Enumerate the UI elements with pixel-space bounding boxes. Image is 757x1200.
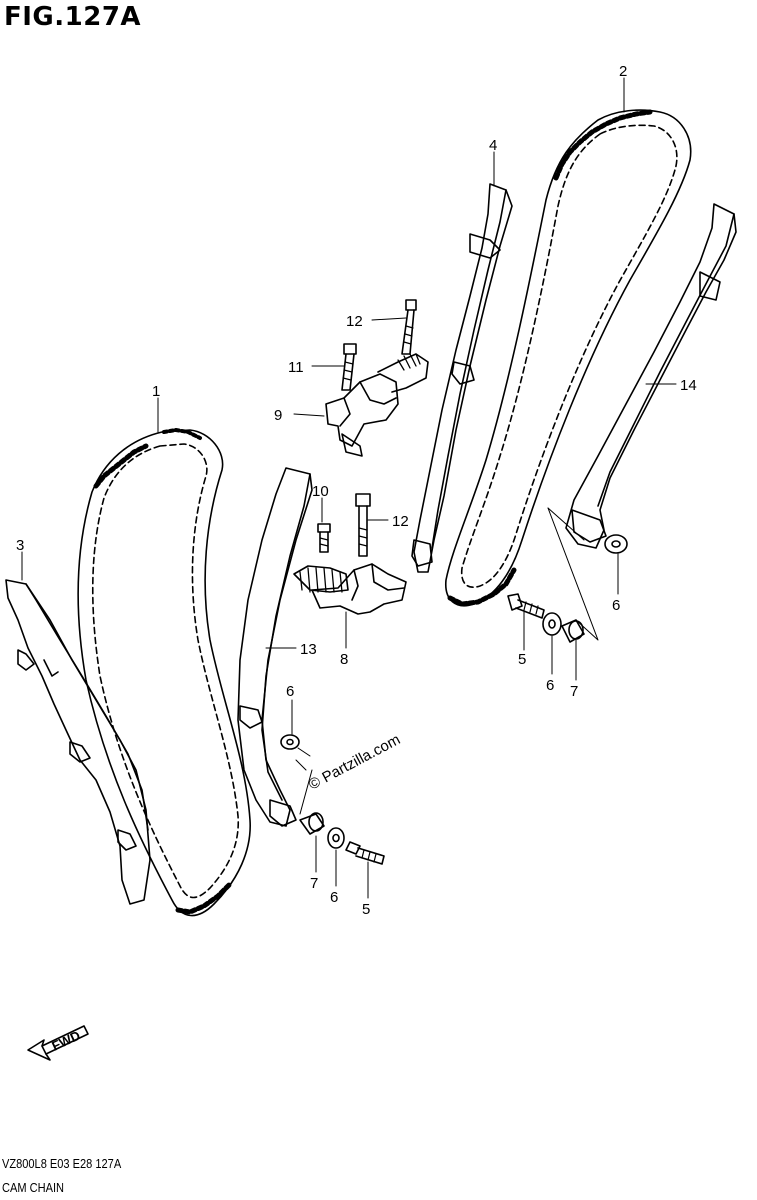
chain-guide-right-upper: [411, 183, 513, 573]
tensioner-blade-right: [565, 203, 737, 549]
callout-6-right: 6: [546, 677, 554, 694]
callout-9: 9: [274, 407, 282, 424]
washer-6-mid: [280, 734, 300, 750]
cam-chain-right: [445, 109, 692, 607]
cam-chain-left: [77, 428, 251, 917]
callout-2: 2: [619, 63, 627, 80]
leader-lines: [21, 77, 677, 899]
fwd-label: FWD: [49, 1028, 82, 1054]
callout-12-lower: 12: [392, 513, 409, 530]
bolt-10: [317, 523, 331, 553]
callout-13: 13: [300, 641, 317, 658]
chain-tensioner-upper: [325, 353, 429, 457]
callout-10: 10: [312, 483, 329, 500]
callout-7-right: 7: [570, 683, 578, 700]
spacer-7-left: [299, 812, 325, 835]
bolt-12-upper: [401, 299, 417, 355]
callout-11: 11: [288, 359, 304, 376]
callout-5-left: 5: [362, 901, 370, 918]
callout-3: 3: [16, 537, 24, 554]
spacer-7-right: [561, 619, 585, 643]
callout-6-right-top: 6: [612, 597, 620, 614]
callout-1: 1: [152, 383, 160, 400]
chain-guide-left: [5, 579, 151, 905]
washer-6-right-top: [604, 534, 628, 554]
fwd-arrow-icon: [27, 1025, 89, 1061]
callout-14: 14: [680, 377, 697, 394]
model-code: VZ800L8 E03 E28 127A: [2, 1156, 122, 1171]
figure-title: FIG.127A: [4, 2, 142, 32]
figure-caption: CAM CHAIN: [2, 1180, 65, 1195]
callout-12-upper: 12: [346, 313, 363, 330]
callout-4: 4: [489, 137, 497, 154]
washer-6-right: [542, 612, 562, 636]
callout-7-left: 7: [310, 875, 318, 892]
chain-tensioner-lower: [293, 563, 407, 615]
callout-6-left: 6: [330, 889, 338, 906]
assembly-lines: [295, 507, 599, 815]
tensioner-blade-left: [237, 467, 313, 827]
callout-8: 8: [340, 651, 348, 668]
bolt-12-lower: [355, 493, 371, 557]
callout-5-right: 5: [518, 651, 526, 668]
bolt-5-left: [345, 841, 385, 865]
bolt-5-right: [507, 593, 545, 619]
callout-6-mid: 6: [286, 683, 294, 700]
bolt-11: [341, 343, 357, 391]
watermark: © Partzilla.com: [306, 731, 403, 793]
washer-6-left: [327, 827, 345, 849]
